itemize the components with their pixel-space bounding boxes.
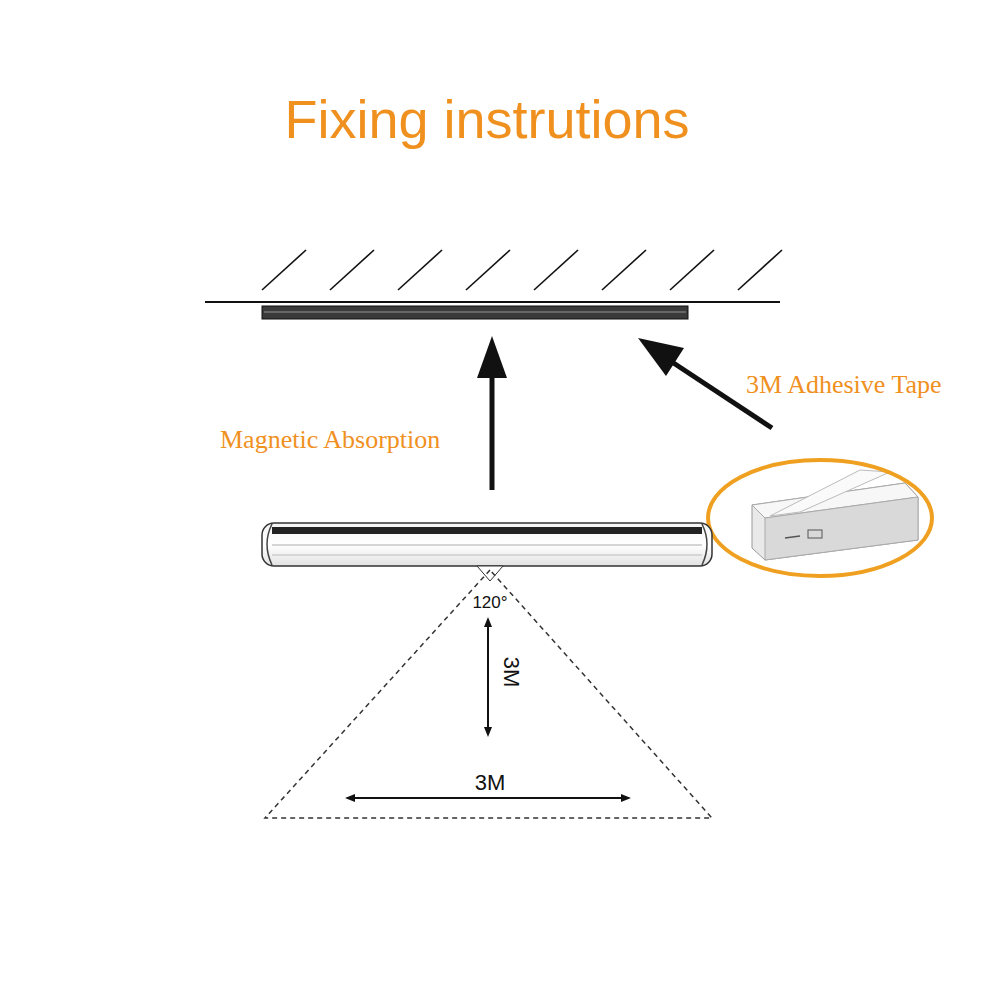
angle-label: 120° [470,594,509,613]
dimension-label: 3M [475,771,506,795]
ceiling-line [205,301,780,303]
part-label: Magnetic Absorption [220,426,440,455]
light-bar [262,523,712,566]
tape-arrow-head [638,338,684,376]
ceiling-hatching [262,250,782,290]
detection-cone [265,570,712,818]
callout-ellipse [708,460,932,576]
title: Fixing instrutions [284,90,689,149]
part-label: 3M Adhesive Tape [746,371,942,400]
dimension-label: 3M [499,657,523,688]
up-arrow-head [477,336,507,378]
tape-photo [752,470,918,560]
height-dimension [487,622,489,732]
magnetic-strip [262,306,688,319]
width-dimension [350,797,626,799]
magnetic-strip-edge [264,311,686,313]
sensor [477,566,503,581]
up-arrow-shaft [490,375,495,490]
